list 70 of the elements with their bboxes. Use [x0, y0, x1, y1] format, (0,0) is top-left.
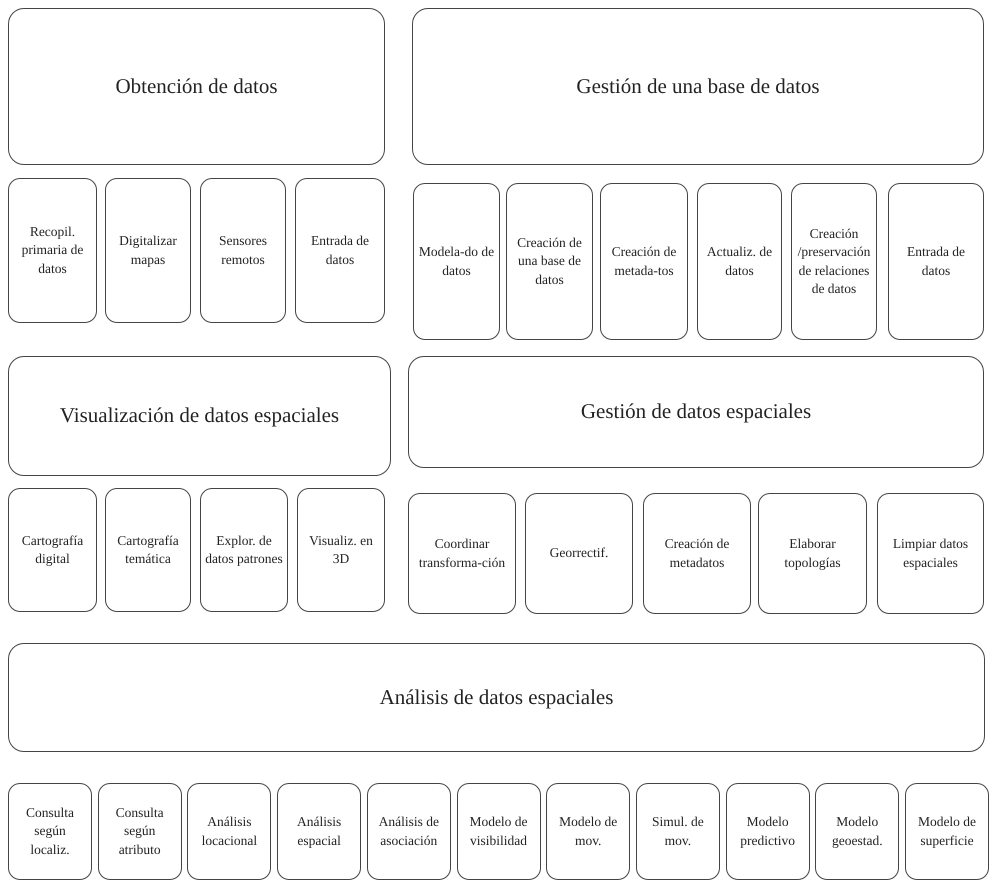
task-box — [697, 183, 782, 340]
task-box — [877, 493, 984, 614]
task-box — [905, 783, 989, 880]
task-label: Sensores remotos — [218, 232, 268, 268]
task-box — [105, 178, 191, 323]
task-box — [105, 488, 191, 612]
task-label: Visualiz. en 3D — [308, 532, 374, 568]
task-box — [297, 488, 385, 612]
task-label: Modelo de superficie — [916, 813, 978, 850]
task-box — [758, 493, 867, 614]
task-box — [791, 183, 877, 340]
task-box — [8, 178, 97, 323]
task-label: Análisis locacional — [200, 813, 258, 850]
task-label: Creación de una base de datos — [516, 234, 583, 289]
task-box — [815, 783, 900, 880]
task-label: Entrada de datos — [906, 243, 966, 280]
task-box — [525, 493, 633, 614]
task-label: Cartografía temática — [116, 532, 180, 568]
task-label: Creación de metada-tos — [610, 243, 678, 280]
task-label: Elaborar topologías — [783, 535, 842, 572]
task-box — [506, 183, 593, 340]
task-box — [200, 178, 286, 323]
task-box — [8, 488, 97, 612]
task-box — [295, 178, 385, 323]
category-title: Visualización de datos espaciales — [60, 403, 340, 429]
category-box — [8, 356, 391, 476]
task-label: Modelo predictivo — [739, 813, 796, 850]
task-label: Modela-do de datos — [418, 243, 495, 280]
task-box — [366, 783, 451, 880]
task-box — [187, 783, 272, 880]
task-label: Georrectif. — [550, 544, 608, 562]
task-label: Modelo geoestad. — [830, 813, 884, 850]
task-box — [200, 488, 288, 612]
task-box — [546, 783, 630, 880]
task-label: Explor. de datos patrones — [205, 532, 283, 568]
task-label: Modelo de mov. — [558, 813, 618, 850]
task-label: Actualiz. de datos — [706, 243, 774, 280]
task-label: Coordinar transforma-ción — [418, 535, 506, 572]
task-label: Creación de metadatos — [664, 535, 730, 572]
category-box — [8, 643, 985, 752]
category-title: Gestión de datos espaciales — [580, 399, 812, 425]
task-box — [456, 783, 540, 880]
task-label: Análisis espacial — [296, 813, 342, 850]
task-label: Limpiar datos espaciales — [892, 535, 970, 572]
task-label: Cartografía digital — [20, 532, 84, 568]
task-box — [888, 183, 984, 340]
task-box — [600, 183, 688, 340]
category-title: Obtención de datos — [115, 74, 278, 100]
task-box — [636, 783, 720, 880]
category-box — [8, 8, 385, 165]
task-label: Digitalizar mapas — [118, 232, 178, 269]
task-label: Simul. de mov. — [651, 813, 705, 850]
category-box — [408, 356, 984, 468]
task-box — [277, 783, 362, 880]
task-box — [98, 783, 182, 880]
task-label: Consulta según atributo — [114, 804, 165, 859]
task-label: Consulta según localiz. — [24, 804, 75, 859]
category-box — [412, 8, 984, 165]
task-box — [643, 493, 751, 614]
task-box — [413, 183, 500, 340]
task-box — [408, 493, 516, 614]
task-label: Recopil. primaria de datos — [20, 223, 84, 278]
category-title: Análisis de datos espaciales — [380, 684, 614, 710]
category-title: Gestión de una base de datos — [576, 74, 820, 100]
task-label: Modelo de visibilidad — [468, 813, 529, 850]
task-label: Análisis de asociación — [378, 813, 440, 850]
task-label: Creación /preservación de relaciones de datos — [796, 225, 872, 298]
task-box — [726, 783, 810, 880]
task-label: Entrada de datos — [310, 232, 370, 268]
task-box — [8, 783, 92, 880]
